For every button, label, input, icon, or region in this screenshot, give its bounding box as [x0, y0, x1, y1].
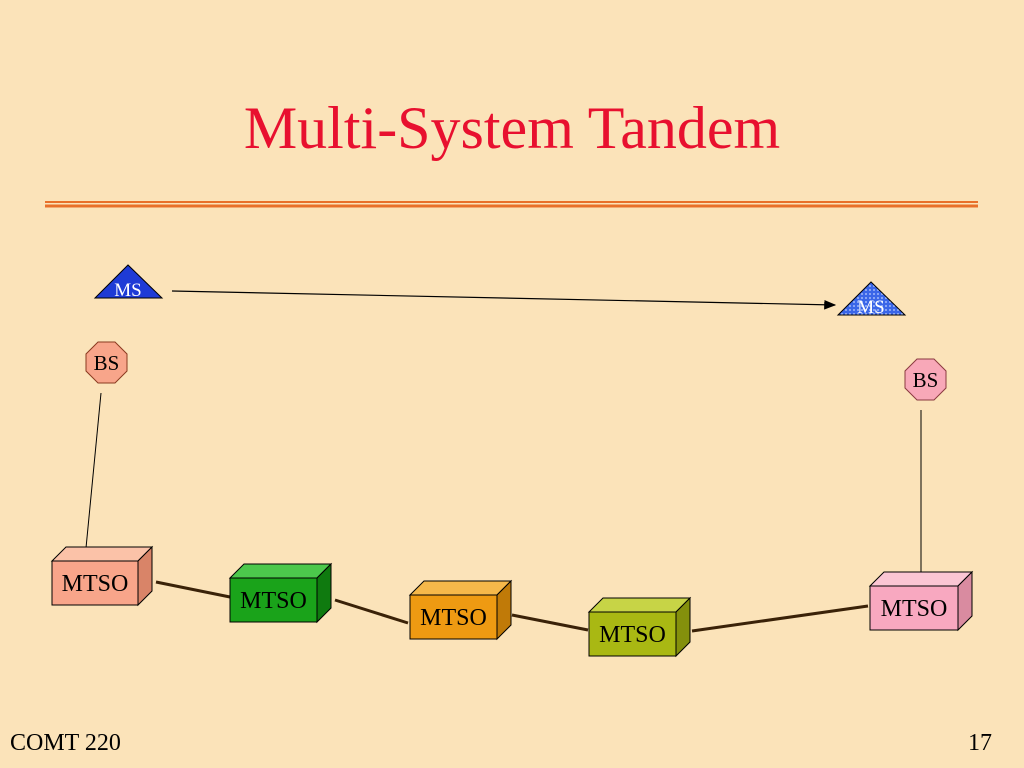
ms-triangle-icon [93, 264, 164, 299]
footer-page-number: 17 [968, 730, 992, 756]
bs-octagon-icon [904, 358, 947, 401]
mtso-switch-3: MTSO [408, 579, 513, 641]
mobile-station-1: MS [93, 264, 164, 301]
link-bs1-mtso1 [85, 392, 102, 549]
ms-movement-arrow [171, 290, 837, 310]
mtso-label: MTSO [420, 605, 487, 631]
ms-label: MS [114, 280, 141, 301]
title-divider [45, 201, 978, 208]
mtso-label: MTSO [240, 588, 307, 614]
mtso-label: MTSO [62, 571, 129, 597]
bs-octagon-icon [85, 341, 128, 384]
mtso-label: MTSO [599, 622, 666, 648]
mtso-label: MTSO [881, 596, 948, 622]
footer-course-code: COMT 220 [10, 730, 121, 756]
mtso-switch-5: MTSO [868, 570, 974, 632]
trunk-mtso1-mtso2 [155, 580, 231, 599]
mtso-switch-4: MTSO [587, 596, 692, 658]
trunk-mtso2-mtso3 [334, 598, 409, 625]
trunk-mtso3-mtso4 [511, 613, 589, 632]
base-station-1: BS [85, 341, 128, 384]
mtso-switch-2: MTSO [228, 562, 333, 624]
bs-label: BS [94, 351, 120, 375]
base-station-2: BS [904, 358, 947, 401]
mobile-station-2: MS [836, 281, 907, 318]
bs-label: BS [913, 368, 939, 392]
slide-title: Multi-System Tandem [243, 95, 781, 161]
mtso-switch-1: MTSO [50, 545, 154, 607]
ms-label: MS [857, 297, 884, 318]
ms-triangle-icon [836, 281, 907, 316]
trunk-mtso4-mtso5 [691, 604, 869, 633]
